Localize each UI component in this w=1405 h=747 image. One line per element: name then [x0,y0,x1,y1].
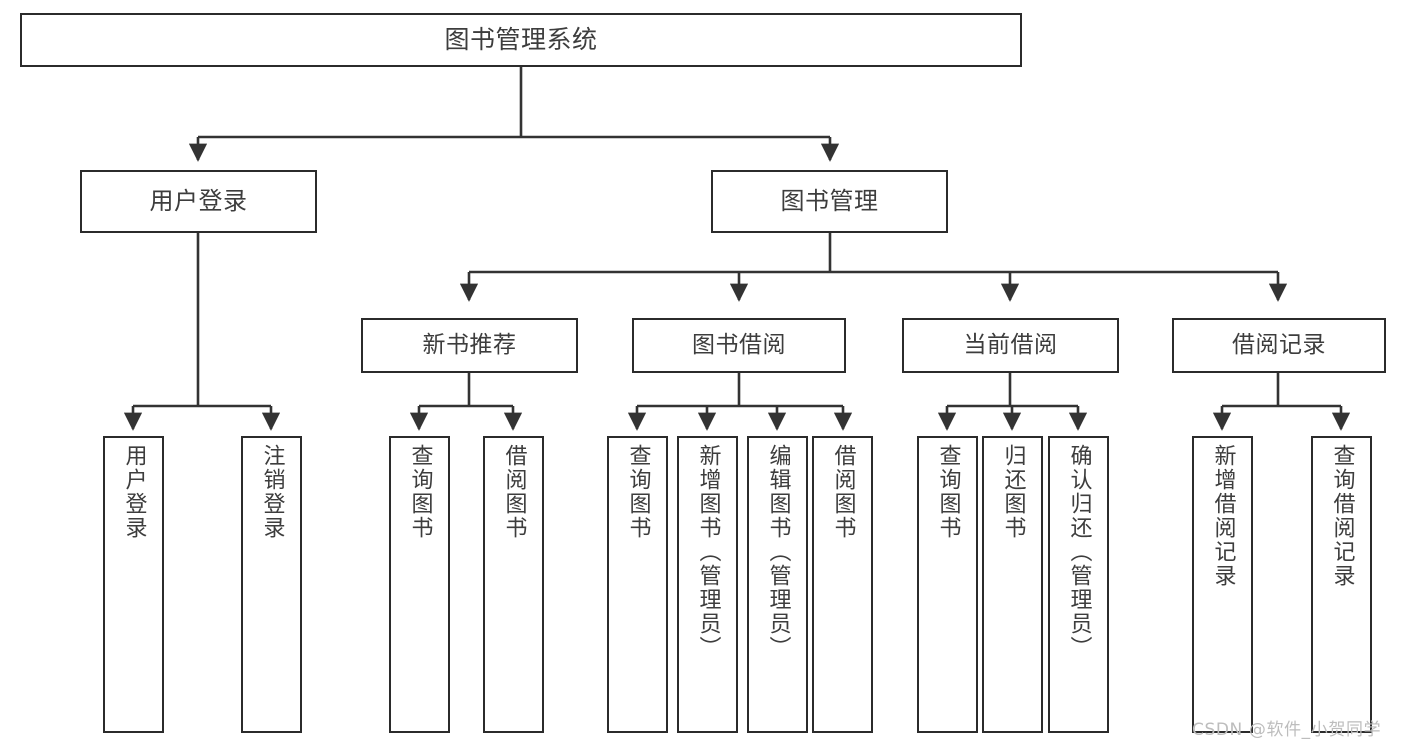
node-label: 新增借阅记录 [1210,444,1236,588]
node-label: 图书管理 [780,186,879,215]
leaf-book-borrow-add-book-admin[interactable]: 新增图书（管理员） [677,436,738,733]
node-new-book-recommend[interactable]: 新书推荐 [361,318,578,373]
node-user-login[interactable]: 用户登录 [80,170,317,233]
leaf-user-login-signin[interactable]: 用户登录 [103,436,164,733]
leaf-book-borrow-edit-book-admin[interactable]: 编辑图书（管理员） [747,436,808,733]
leaf-current-borrow-return-book[interactable]: 归还图书 [982,436,1043,733]
node-label: 查询图书 [935,444,961,540]
leaf-book-borrow-borrow-book[interactable]: 借阅图书 [812,436,873,733]
node-current-borrow[interactable]: 当前借阅 [902,318,1119,373]
node-label: 图书借阅 [692,332,786,359]
csdn-watermark: CSDN @软件_小贺同学 [1192,720,1382,740]
leaf-new-book-borrow-book[interactable]: 借阅图书 [483,436,544,733]
leaf-borrow-records-query-record[interactable]: 查询借阅记录 [1311,436,1372,733]
node-book-borrow[interactable]: 图书借阅 [632,318,846,373]
node-label: 用户登录 [121,444,147,540]
node-label: 查询图书 [625,444,651,540]
leaf-borrow-records-add-record[interactable]: 新增借阅记录 [1192,436,1253,733]
node-label: 借阅记录 [1232,332,1326,359]
node-book-management[interactable]: 图书管理 [711,170,948,233]
node-label: 注销登录 [259,444,285,540]
node-label: 查询图书 [407,444,433,540]
node-label: 当前借阅 [963,332,1058,359]
node-label: 新增图书（管理员） [695,444,721,660]
leaf-book-borrow-query-book[interactable]: 查询图书 [607,436,668,733]
node-root-book-management-system[interactable]: 图书管理系统 [20,13,1022,67]
node-label: 归还图书 [1000,444,1026,540]
leaf-current-borrow-confirm-return-admin[interactable]: 确认归还（管理员） [1048,436,1109,733]
node-label: 图书管理系统 [444,24,598,54]
node-label: 编辑图书（管理员） [765,444,791,660]
node-label: 用户登录 [149,186,248,215]
leaf-current-borrow-query-book[interactable]: 查询图书 [917,436,978,733]
node-borrow-records[interactable]: 借阅记录 [1172,318,1386,373]
node-label: 新书推荐 [422,332,517,359]
node-label: 借阅图书 [830,444,856,540]
node-label: 查询借阅记录 [1329,444,1355,588]
node-label: 借阅图书 [501,444,527,540]
leaf-new-book-query-book[interactable]: 查询图书 [389,436,450,733]
node-label: 确认归还（管理员） [1066,444,1092,660]
leaf-user-login-signout[interactable]: 注销登录 [241,436,302,733]
